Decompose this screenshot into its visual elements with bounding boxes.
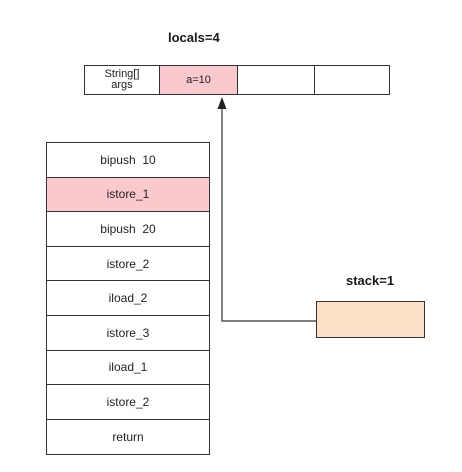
instruction-row: istore_2	[47, 385, 209, 420]
instruction-row: iload_1	[47, 350, 209, 386]
arrow-head	[217, 97, 227, 109]
locals-title: locals=4	[168, 30, 220, 45]
local-variable-table: String[] args a=10	[84, 65, 390, 95]
instruction-row: istore_2	[47, 246, 209, 282]
local-slot-2	[238, 66, 315, 94]
bytecode-instruction-list: bipush 10 istore_1 bipush 20 istore_2 il…	[46, 142, 210, 456]
instruction-row: iload_2	[47, 281, 209, 316]
local-slot-3	[315, 66, 389, 94]
local-slot-0: String[] args	[85, 66, 160, 94]
instruction-row: istore_3	[47, 315, 209, 351]
stack-title: stack=1	[346, 273, 395, 288]
instruction-row: istore_1	[47, 177, 209, 213]
instruction-row: bipush 10	[47, 143, 209, 178]
operand-stack-slot	[316, 301, 425, 338]
instruction-row: return	[47, 419, 209, 455]
instruction-row: bipush 20	[47, 212, 209, 247]
local-slot-1: a=10	[160, 66, 238, 94]
arrow-line	[221, 108, 316, 322]
